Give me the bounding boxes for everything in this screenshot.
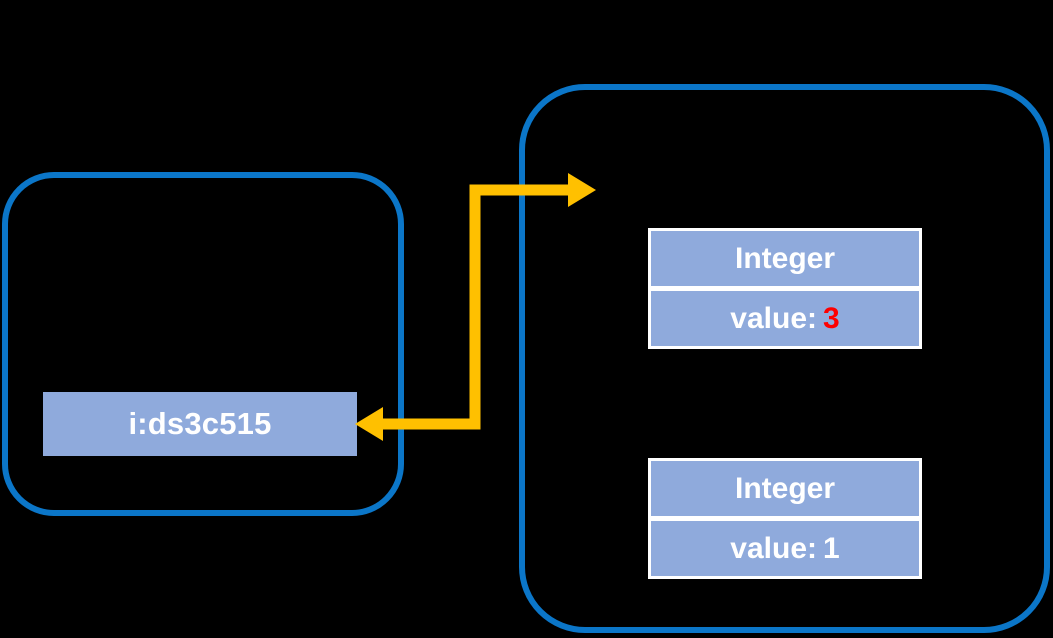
object-field-label: value: xyxy=(730,531,818,565)
heap-object-card[interactable]: Integer value: 3 xyxy=(648,228,922,349)
object-type-label: Integer xyxy=(734,241,836,275)
stack-region xyxy=(2,172,404,516)
object-field-label: value: xyxy=(730,301,818,335)
stack-variable-box[interactable]: i:ds3c515 xyxy=(43,392,357,456)
object-field-value: 3 xyxy=(823,301,840,335)
object-type-row: Integer xyxy=(651,461,919,516)
heap-object-card[interactable]: Integer value: 1 xyxy=(648,458,922,579)
object-value-row: value: 3 xyxy=(651,291,919,346)
stack-variable-label: i:ds3c515 xyxy=(128,406,272,441)
object-value-row: value: 1 xyxy=(651,521,919,576)
object-field-value: 1 xyxy=(823,531,840,565)
object-type-row: Integer xyxy=(651,231,919,286)
object-type-label: Integer xyxy=(734,471,836,505)
